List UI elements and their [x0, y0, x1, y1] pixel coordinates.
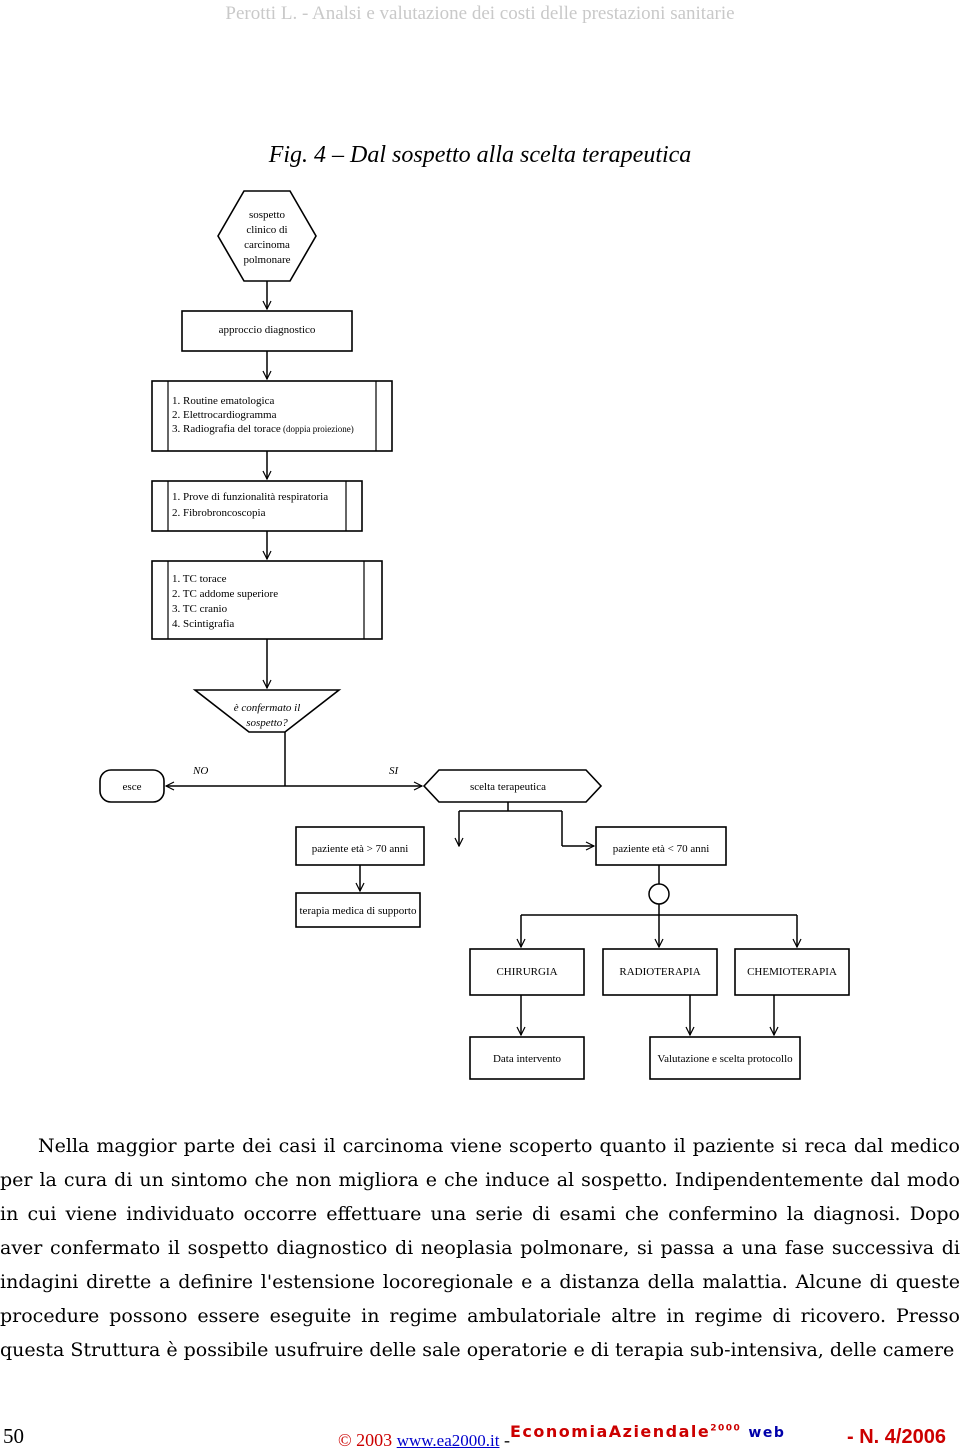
evaluation-label: Valutazione e scelta protocollo [657, 1053, 793, 1065]
approach-box: approccio diagnostico [181, 310, 353, 352]
start-label-line: sospetto [249, 209, 286, 221]
journal-logo: EconomiaAziendale2000 web [510, 1422, 785, 1441]
step3-box: 1. TC torace 2. TC addome superiore 3. T… [151, 560, 383, 640]
start-label-line: carcinoma [244, 239, 290, 251]
step1-note: (doppia proiezione) [283, 424, 354, 434]
surgery-label: CHIRURGIA [496, 966, 557, 978]
radiotherapy-label: RADIOTERAPIA [619, 966, 700, 978]
merge-connector [648, 883, 670, 905]
page-number: 50 [3, 1424, 24, 1448]
decision-node: è confermato il sospetto? [192, 689, 342, 733]
running-header: Perotti L. - Analsi e valutazione dei co… [225, 3, 735, 24]
figure-title: Fig. 4 – Dal sospetto alla scelta terape… [268, 142, 692, 168]
start-label-line: clinico di [246, 224, 287, 236]
start-label-line: polmonare [243, 254, 290, 266]
exit-label: esce [123, 781, 142, 793]
site-link[interactable]: www.ea2000.it [396, 1431, 500, 1450]
step2-item: 2. Fibrobroncoscopia [172, 507, 266, 519]
footer-dash: - [503, 1430, 510, 1450]
flowchart: sospetto clinico di carcinoma polmonare … [99, 190, 850, 1080]
radiotherapy-box: RADIOTERAPIA [602, 948, 718, 996]
over70-label: paziente età > 70 anni [312, 843, 409, 855]
issue-number: - N. 4/2006 [847, 1426, 946, 1448]
decision-label-line: sospetto? [246, 717, 288, 729]
start-node: sospetto clinico di carcinoma polmonare [217, 190, 317, 282]
step3-item: 1. TC torace [172, 573, 227, 585]
step3-item: 2. TC addome superiore [172, 588, 278, 600]
copyright-line: © 2003 www.ea2000.it - [338, 1430, 510, 1451]
approach-label: approccio diagnostico [219, 324, 316, 336]
under70-label: paziente età < 70 anni [613, 843, 710, 855]
footer: 50 © 2003 www.ea2000.it - EconomiaAziend… [0, 1420, 960, 1450]
step1-item: 1. Routine ematologica [172, 395, 274, 407]
step2-item: 1. Prove di funzionalità respiratoria [172, 491, 328, 503]
decision-label-line: è confermato il [234, 702, 301, 714]
logo-text: EconomiaAziendale [510, 1422, 711, 1441]
step3-item: 3. TC cranio [172, 603, 228, 615]
evaluation-box: Valutazione e scelta protocollo [649, 1036, 801, 1080]
therapy-choice-node: scelta terapeutica [422, 769, 603, 803]
support-label: terapia medica di supporto [300, 905, 417, 917]
date-box: Data intervento [469, 1036, 585, 1080]
therapy-choice-label: scelta terapeutica [470, 781, 546, 793]
step1-item: 3. Radiografia del torace [172, 423, 281, 435]
yes-label: SI [389, 765, 400, 777]
step2-box: 1. Prove di funzionalità respiratoria 2.… [151, 480, 363, 532]
logo-web: web [748, 1425, 786, 1441]
no-label: NO [192, 765, 208, 777]
under70-box: paziente età < 70 anni [595, 826, 727, 866]
exit-node: esce [99, 769, 165, 803]
over70-box: paziente età > 70 anni [295, 826, 425, 866]
date-label: Data intervento [493, 1053, 562, 1065]
step1-box: 1. Routine ematologica 2. Elettrocardiog… [151, 380, 393, 452]
logo-year: 2000 [710, 1423, 742, 1434]
body-text: Nella maggior parte dei casi il carcinom… [0, 1129, 960, 1367]
support-box: terapia medica di supporto [295, 892, 421, 928]
surgery-box: CHIRURGIA [469, 948, 585, 996]
chemotherapy-box: CHEMIOTERAPIA [734, 948, 850, 996]
body-paragraph: Nella maggior parte dei casi il carcinom… [0, 1135, 960, 1361]
step1-item: 2. Elettrocardiogramma [172, 409, 277, 421]
chemotherapy-label: CHEMIOTERAPIA [747, 966, 837, 978]
copyright: © 2003 [338, 1430, 393, 1450]
step3-item: 4. Scintigrafia [172, 618, 234, 630]
